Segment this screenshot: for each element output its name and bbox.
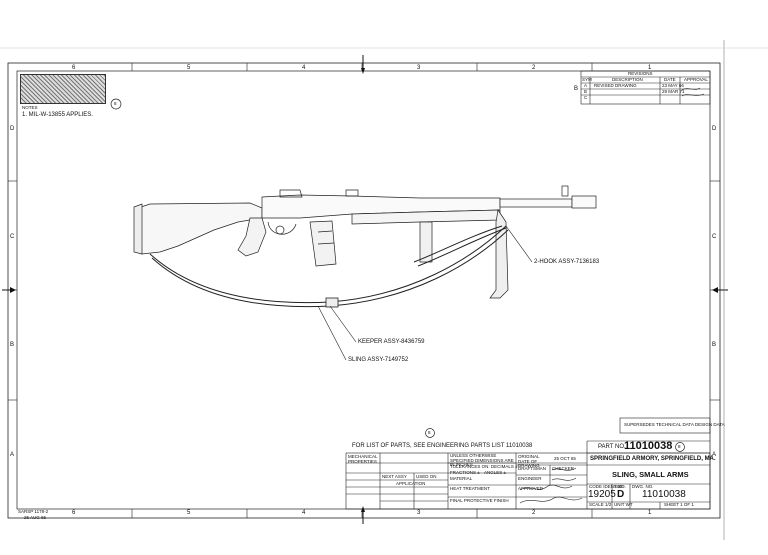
- tolerance-fractions: FRACTIONS ±: [450, 470, 480, 475]
- form-date: 25 AUG 65: [24, 515, 47, 520]
- part-no-value: 11010038: [624, 440, 673, 452]
- zone-letter-left-c: C: [10, 234, 15, 240]
- size-value: D: [617, 489, 625, 500]
- signature-scribbles: [519, 87, 705, 504]
- hatched-marking-box: [20, 74, 106, 104]
- drafted-label: DRAFTSMAN: [518, 466, 546, 471]
- zone-number-top-5: 5: [187, 65, 191, 71]
- sheet-label: SHEET 1 OF 1: [664, 502, 694, 507]
- zone-number-bottom-2: 2: [532, 510, 536, 516]
- form-number: SARSP 1178-2: [18, 509, 49, 514]
- tolerances-note: UNLESS OTHERWISE SPECIFIED DIMENSIONS AR…: [450, 453, 514, 467]
- parts-list-marker: 8: [428, 430, 431, 435]
- rev-header-sym: SYM: [582, 77, 592, 82]
- parts-list-text: FOR LIST OF PARTS, SEE ENGINEERING PARTS…: [352, 443, 533, 449]
- zone-number-top-1: 1: [648, 65, 652, 71]
- rev-header-date: DATE: [664, 77, 676, 82]
- revisions-zone: B: [574, 86, 579, 92]
- zone-letter-right-d: D: [712, 126, 717, 132]
- revisions-title: REVISIONS: [628, 71, 653, 76]
- dwg-no-value: 11010038: [642, 489, 686, 500]
- rev-header-description: DESCRIPTION: [612, 77, 643, 82]
- approval-stamp-box: [619, 417, 711, 434]
- next-assy-label: NEXT ASSY: [382, 474, 407, 479]
- drawing-title: SLING, SMALL ARMS: [612, 470, 689, 479]
- rev-row-a-date: 23 MAY 66: [662, 83, 684, 88]
- zone-number-top-3: 3: [417, 65, 421, 71]
- callout-sling-assy: SLING ASSY-7149752: [348, 357, 409, 363]
- scale-label: SCALE 1/2: [589, 502, 612, 507]
- center-arrow-left: [10, 287, 16, 293]
- zone-letter-right-a: A: [712, 452, 717, 458]
- rev-header-approval: APPROVAL: [684, 77, 708, 82]
- sling-leader: [317, 305, 347, 361]
- zone-letter-left-b: B: [10, 342, 15, 348]
- dwg-no-label: DWG. NO.: [632, 484, 654, 489]
- part-no-label: PART NO.: [598, 444, 626, 450]
- application-label: APPLICATION: [396, 481, 426, 486]
- original-date-value: 25 OCT 65: [554, 456, 576, 461]
- code-ident-value: 19205: [588, 489, 616, 500]
- notes-marker: 8: [114, 101, 117, 106]
- zone-number-top-6: 6: [72, 65, 76, 71]
- notes-marker-circle: [110, 98, 122, 110]
- zone-number-top-4: 4: [302, 65, 306, 71]
- callout-keeper-assy: KEEPER ASSY-8436759: [358, 339, 425, 345]
- zone-number-bottom-3: 3: [417, 510, 421, 516]
- approved-label: APPROVED: [518, 486, 544, 491]
- zone-letter-left-a: A: [10, 452, 15, 458]
- zone-number-bottom-1: 1: [648, 510, 652, 516]
- tolerance-decimals: TOLERANCES ON: DECIMALS ±: [450, 464, 518, 469]
- title-block-lines: [345, 440, 711, 510]
- hook-leader: [505, 225, 533, 263]
- engineer-label: ENGINEER: [518, 476, 542, 481]
- notes-item-1: 1. MIL-W-13855 APPLIES.: [22, 112, 93, 118]
- original-date-label: ORIGINAL DATE OF DRAWING: [518, 454, 540, 468]
- used-on-label: USED ON: [416, 474, 437, 479]
- rev-row-b-sym: B: [584, 89, 588, 94]
- partno-marker-circle: [675, 442, 685, 452]
- heat-treatment-label: HEAT TREATMENT: [450, 486, 490, 491]
- part-no-marker: 8: [678, 444, 681, 449]
- center-arrow-right: [712, 287, 718, 293]
- material-label: MATERIAL: [450, 476, 473, 481]
- tolerance-angles: ANGLES ±: [484, 470, 506, 475]
- notes-heading: NOTES: [22, 105, 38, 110]
- checker-label: CHECKER: [552, 466, 575, 471]
- zone-letter-right-b: B: [712, 342, 717, 348]
- code-ident-label: CODE IDENT NO.: [589, 484, 626, 489]
- size-label: SIZE: [614, 484, 625, 489]
- zone-number-bottom-5: 5: [187, 510, 191, 516]
- rev-row-b-date: 29 MAR 71: [662, 89, 685, 94]
- organization-name: SPRINGFIELD ARMORY, SPRINGFIELD, MA.: [590, 456, 716, 462]
- unit-wt-label: UNIT WT: [614, 502, 633, 507]
- revision-block-lines: [580, 70, 711, 105]
- zone-number-bottom-4: 4: [302, 510, 306, 516]
- rev-row-a-desc: REVISED DRAWING: [594, 83, 637, 88]
- zone-letter-right-c: C: [712, 234, 717, 240]
- rev-row-c-sym: C: [584, 95, 588, 100]
- approval-stamp-text: SUPERSEDES TECHNICAL DATA DESIGN DATA: [624, 422, 725, 427]
- center-arrow-top: [361, 68, 365, 74]
- final-finish-label: FINAL PROTECTIVE FINISH: [450, 498, 509, 503]
- rifle-drawing: [133, 185, 597, 299]
- zone-number-top-2: 2: [532, 65, 536, 71]
- rev-row-a-sym: A: [584, 83, 588, 88]
- callout-hook-assy: 2-HOOK ASSY-7136183: [534, 259, 600, 265]
- zone-number-bottom-6: 6: [72, 510, 76, 516]
- parts-marker-circle: [425, 428, 435, 438]
- mechanical-properties-label: MECHANICAL PROPERTIES: [348, 454, 378, 464]
- keeper-leader: [329, 305, 357, 343]
- zone-letter-left-d: D: [10, 126, 15, 132]
